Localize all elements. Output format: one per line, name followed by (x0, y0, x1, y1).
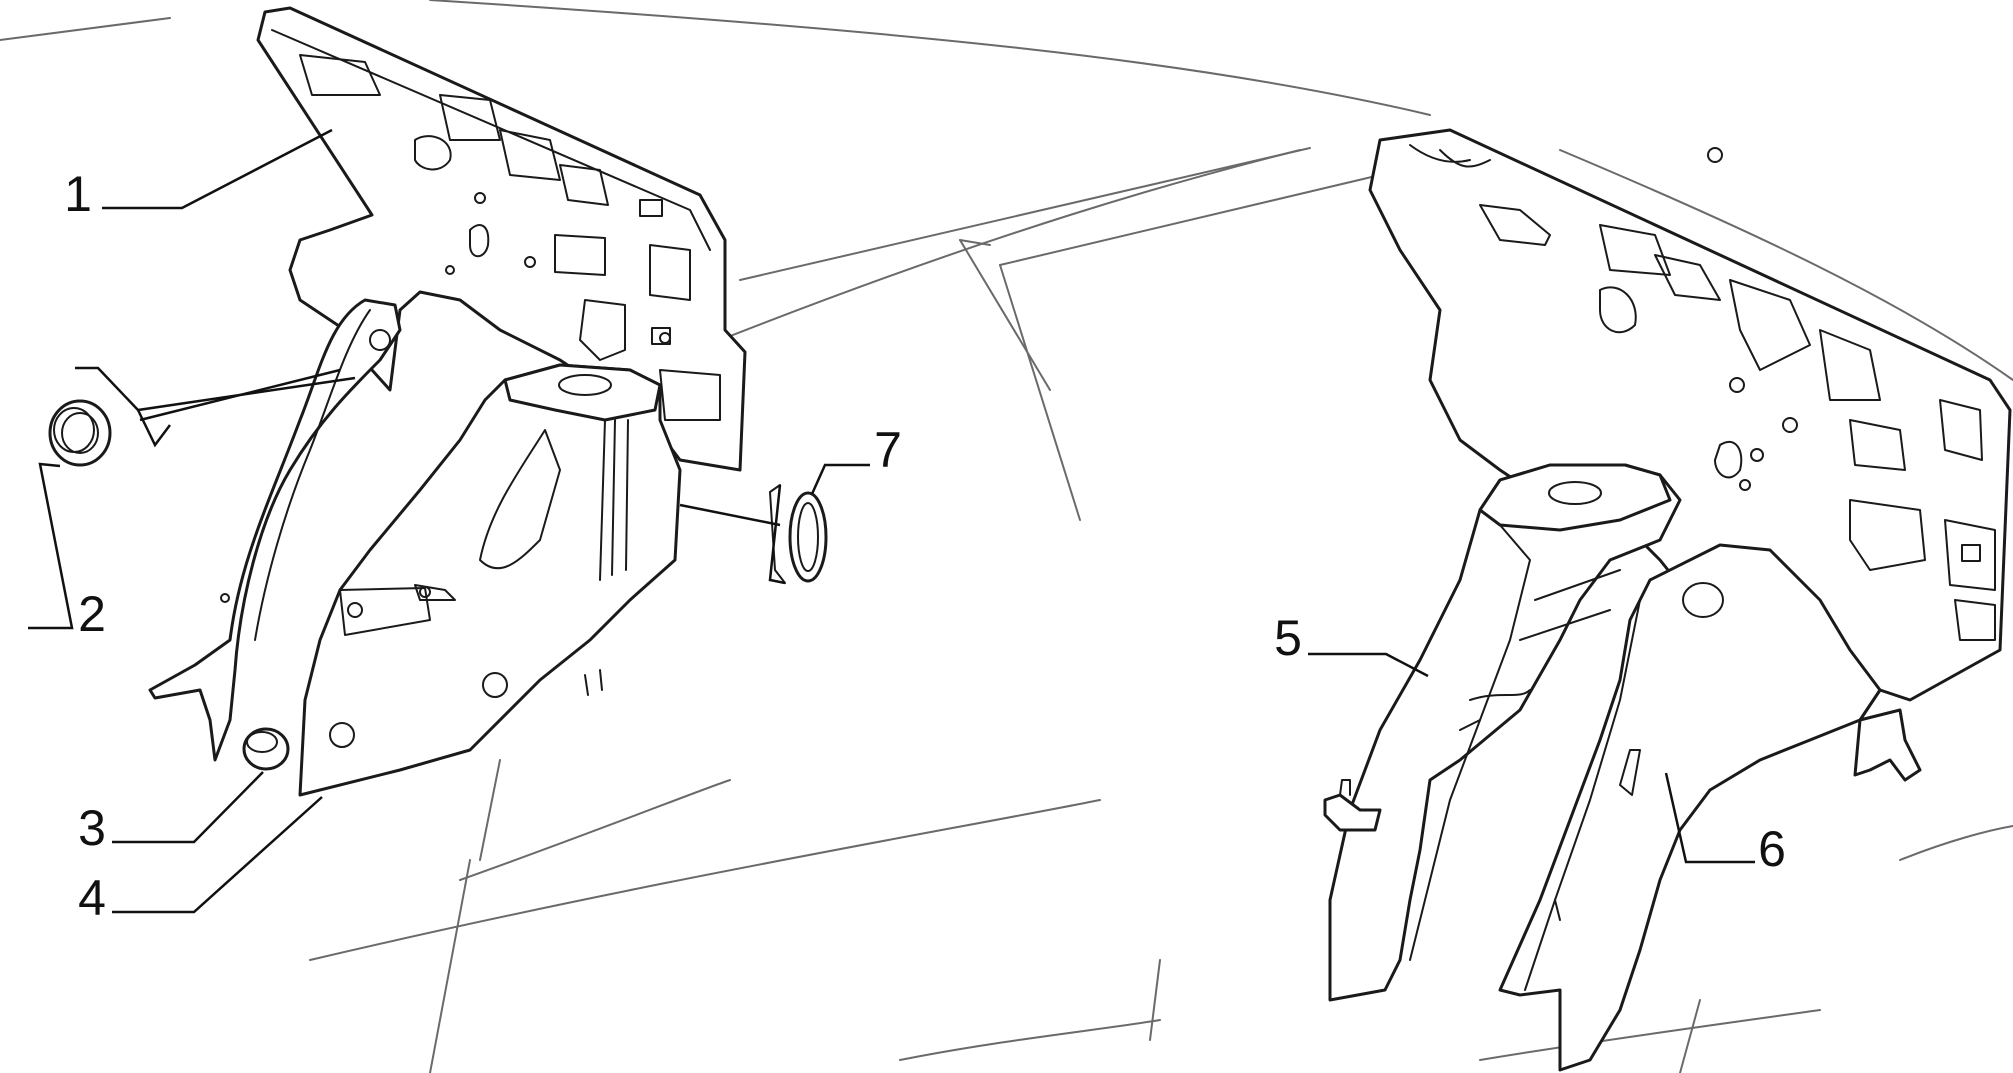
callout-1: 1 (64, 166, 92, 222)
part-3-plug (242, 727, 290, 771)
part-2-grommet (48, 399, 112, 467)
part-6-right-inner-panel (1368, 128, 2012, 1072)
part-5-strut-tower (1323, 463, 1682, 1002)
callout-4: 4 (78, 870, 106, 926)
callout-6: 6 (1758, 821, 1786, 877)
callout-labels: 1 2 3 4 5 6 7 (64, 166, 1786, 926)
part-4-wheelhouse (298, 363, 682, 797)
callout-3: 3 (78, 800, 106, 856)
callout-2: 2 (78, 586, 106, 642)
part-1-inner-panel (148, 6, 747, 762)
callout-5: 5 (1274, 610, 1302, 666)
callout-7: 7 (874, 422, 902, 478)
assembly-lines (75, 366, 786, 585)
callout-leaders (28, 128, 1755, 914)
part-7-seal (769, 484, 828, 584)
